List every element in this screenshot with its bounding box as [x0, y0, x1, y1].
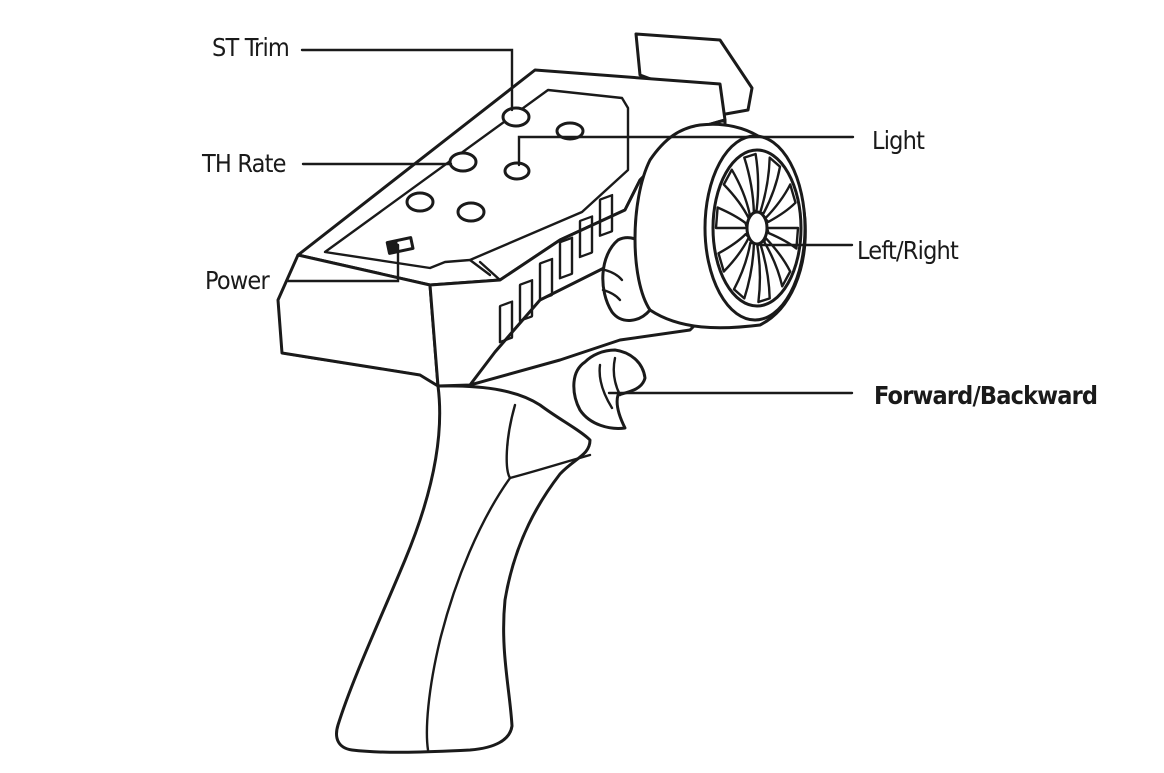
vent-slot [518, 279, 534, 323]
trigger [572, 348, 647, 430]
grip [335, 384, 592, 754]
trigger-body [572, 348, 647, 430]
wheel-spoke [756, 242, 771, 304]
wheel-spoke [758, 156, 782, 215]
top-button-rear [555, 121, 585, 141]
forward-backward-label: Forward/Backward [874, 381, 1097, 410]
st-trim-button [501, 106, 531, 128]
vent-slot [598, 193, 614, 237]
light-button [503, 161, 531, 181]
labels: ST Trim TH Rate Power Light Left/Right F… [201, 33, 1098, 410]
vent-slots [498, 193, 614, 344]
top-panel-edge [468, 258, 492, 277]
wheel-spokes [714, 152, 800, 304]
vent-slot [558, 236, 574, 280]
wheel-spoke [743, 152, 760, 214]
top-buttons [385, 106, 585, 255]
trigger-ridge-1 [598, 363, 614, 410]
wheel-spoke [732, 241, 756, 300]
power-switch-knob [387, 240, 400, 254]
grip-finger-ridge [508, 453, 592, 480]
th-rate-label: TH Rate [201, 149, 286, 178]
top-button-front-right [456, 201, 486, 223]
wheel-spoke [722, 168, 751, 220]
vent-slot [498, 300, 514, 344]
leader-lines [286, 48, 855, 395]
wheel-spoke [763, 183, 797, 224]
light-leader [517, 135, 855, 167]
left-right-label: Left/Right [857, 236, 959, 265]
wheel-spoke [717, 232, 751, 273]
light-label: Light [872, 126, 925, 155]
top-panel-outline [323, 88, 630, 270]
st-trim-leader [300, 48, 514, 112]
wheel-spoke [765, 226, 800, 250]
power-leader [286, 243, 400, 283]
grip-inner-edge [425, 403, 517, 752]
wheel-spoke [714, 206, 749, 230]
steering-wheel [601, 122, 807, 330]
vent-slot [538, 257, 554, 301]
st-trim-label: ST Trim [212, 33, 289, 62]
power-label: Power [205, 266, 270, 295]
knob-ridge-1 [603, 268, 624, 282]
th-rate-button [448, 151, 478, 173]
side-diagonal [478, 260, 502, 282]
knob-ridge-2 [601, 288, 622, 302]
wheel-spoke [763, 236, 792, 288]
front-face-bottom [280, 351, 422, 377]
top-button-front-left [405, 191, 435, 213]
vent-slot [578, 215, 594, 259]
